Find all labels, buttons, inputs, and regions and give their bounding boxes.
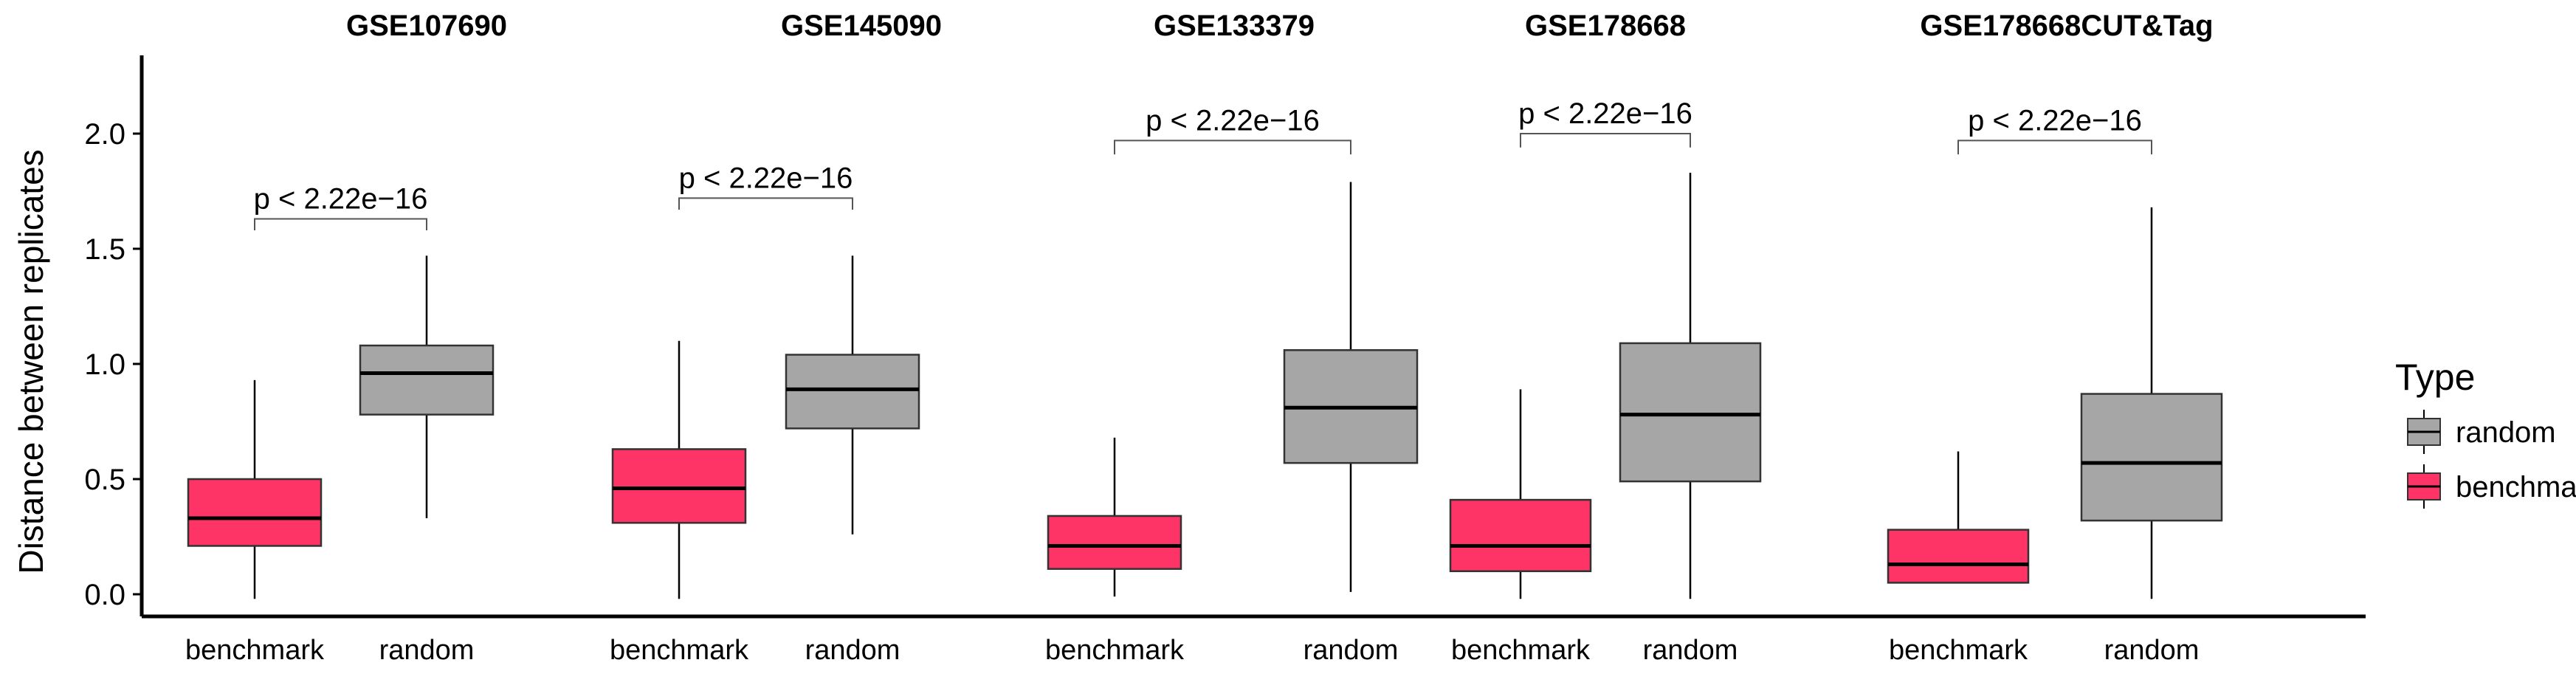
panel-title: GSE133379 — [1154, 10, 1315, 42]
y-axis-title: Distance between replicates — [12, 149, 50, 574]
legend-title: Type — [2395, 357, 2475, 398]
y-tick-label: 0.5 — [84, 464, 125, 496]
panel: GSE145090 benchmark random p < 2.22e−16 — [610, 10, 942, 666]
y-tick-label: 0.0 — [84, 579, 125, 611]
x-tick-label: benchmark — [1045, 635, 1185, 666]
x-tick-label: random — [2104, 635, 2200, 666]
panel: GSE133379 benchmark random p < 2.22e−16 — [1045, 10, 1419, 666]
legend-label: benchmark — [2456, 471, 2576, 503]
legend-label: random — [2456, 416, 2556, 449]
box-benchmark — [1449, 498, 1592, 573]
x-tick-label: benchmark — [1451, 635, 1591, 666]
panel-title: GSE107690 — [346, 10, 507, 42]
p-value-label: p < 2.22e−16 — [679, 162, 853, 194]
box-benchmark — [1047, 515, 1182, 570]
panel-title: GSE178668 — [1525, 10, 1686, 42]
x-tick-label: random — [379, 635, 475, 666]
box-random — [2080, 393, 2223, 522]
x-tick-label: benchmark — [185, 635, 325, 666]
panel-title: GSE178668CUT&Tag — [1920, 10, 2213, 42]
p-value-label: p < 2.22e−16 — [1146, 104, 1320, 137]
box-benchmark — [187, 478, 323, 547]
significance-bracket — [1520, 133, 1691, 148]
box-benchmark — [1887, 529, 2030, 584]
x-tick-label: random — [1643, 635, 1738, 666]
x-tick-label: benchmark — [610, 635, 749, 666]
box-benchmark — [611, 448, 747, 524]
significance-bracket — [1957, 140, 2152, 155]
p-value-label: p < 2.22e−16 — [1518, 97, 1692, 130]
panel-title: GSE145090 — [781, 10, 942, 42]
x-tick-label: random — [805, 635, 900, 666]
panel: GSE107690 benchmark random p < 2.22e−16 — [185, 10, 507, 666]
significance-bracket — [254, 218, 427, 231]
panel: GSE178668 benchmark random p < 2.22e−16 — [1449, 10, 1762, 666]
significance-bracket — [1114, 140, 1351, 155]
legend: Type random benchmark — [2395, 357, 2576, 509]
p-value-label: p < 2.22e−16 — [254, 182, 428, 215]
significance-bracket — [678, 197, 853, 210]
p-value-label: p < 2.22e−16 — [1968, 104, 2142, 137]
box-random — [359, 344, 495, 416]
box-random — [785, 354, 920, 430]
y-tick-label: 2.0 — [84, 118, 125, 151]
y-tick-label: 1.5 — [84, 233, 125, 266]
x-tick-label: benchmark — [1889, 635, 2028, 666]
box-random — [1619, 342, 1762, 483]
panel: GSE178668CUT&Tag benchmark random p < 2.22e… — [1887, 10, 2223, 666]
x-tick-label: random — [1304, 635, 1399, 666]
y-tick-label: 1.0 — [84, 348, 125, 381]
